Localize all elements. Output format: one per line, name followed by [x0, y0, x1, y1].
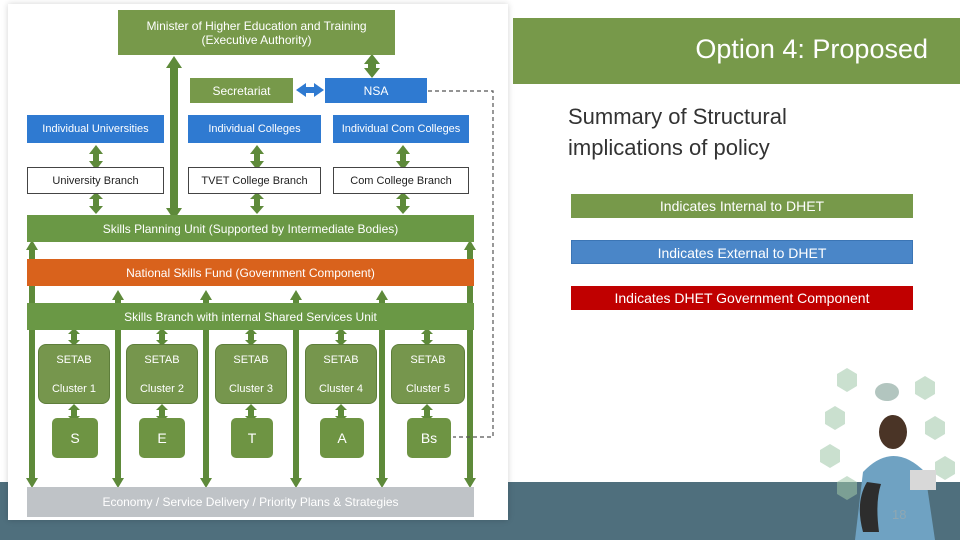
tvet-branch-box: TVET College Branch — [188, 167, 321, 194]
setab-label: SETAB — [323, 353, 359, 366]
dashed-connector — [428, 90, 494, 438]
nsa-box: NSA — [325, 78, 427, 103]
page-number: 18 — [892, 507, 907, 522]
person-head — [879, 415, 907, 449]
com-branch-box: Com College Branch — [333, 167, 469, 194]
letter-label: S — [70, 430, 80, 446]
setab-label: SETAB — [410, 353, 446, 366]
cluster-label: Cluster 1 — [51, 382, 97, 395]
individual-universities-label: Individual Universities — [42, 123, 149, 135]
individual-com-colleges-label: Individual Com Colleges — [341, 123, 461, 135]
minister-box: Minister of Higher Education and Trainin… — [118, 10, 395, 55]
student-photo — [820, 368, 955, 540]
setab-cluster-5: SETAB Cluster 5 — [391, 344, 465, 404]
letter-box-t: T — [231, 418, 273, 458]
arrow-shapes — [26, 54, 476, 488]
minister-label: Minister of Higher Education and Trainin… — [146, 18, 367, 47]
slide-subtitle: Summary of Structural implications of po… — [568, 104, 787, 160]
individual-colleges-box: Individual Colleges — [188, 115, 321, 143]
slide-title: Option 4: Proposed — [695, 34, 928, 64]
secretariat-label: Secretariat — [212, 83, 271, 98]
economy-bar: Economy / Service Delivery / Priority Pl… — [27, 487, 474, 517]
setab-cluster-2: SETAB Cluster 2 — [126, 344, 198, 404]
legend-government: Indicates DHET Government Component — [571, 286, 913, 310]
individual-com-colleges-box: Individual Com Colleges — [333, 115, 469, 143]
nsa-label: NSA — [363, 83, 389, 98]
individual-universities-box: Individual Universities — [27, 115, 164, 143]
letter-label: T — [247, 430, 257, 446]
setab-label: SETAB — [56, 353, 92, 366]
setab-cluster-4: SETAB Cluster 4 — [305, 344, 377, 404]
cluster-label: Cluster 2 — [139, 382, 185, 395]
university-branch-label: University Branch — [52, 174, 139, 187]
individual-colleges-label: Individual Colleges — [208, 123, 301, 135]
title-bar — [513, 18, 960, 84]
logo-shape — [875, 383, 899, 401]
setab-label: SETAB — [233, 353, 269, 366]
books — [910, 470, 936, 490]
setab-cluster-3: SETAB Cluster 3 — [215, 344, 287, 404]
nsf-bar: National Skills Fund (Government Compone… — [27, 259, 474, 286]
economy-label: Economy / Service Delivery / Priority Pl… — [102, 495, 399, 509]
letter-box-e: E — [139, 418, 185, 458]
letter-label: A — [337, 430, 347, 446]
setab-cluster-1: SETAB Cluster 1 — [38, 344, 110, 404]
cluster-label: Cluster 3 — [228, 382, 274, 395]
cluster-label: Cluster 5 — [405, 382, 451, 395]
letter-box-a: A — [320, 418, 364, 458]
arrow-secretariat-nsa — [296, 83, 324, 97]
legend-internal: Indicates Internal to DHET — [571, 194, 913, 218]
setab-label: SETAB — [144, 353, 180, 366]
skills-planning-label: Skills Planning Unit (Supported by Inter… — [102, 221, 399, 236]
arrow-minister-skills — [166, 56, 182, 220]
skills-planning-bar: Skills Planning Unit (Supported by Inter… — [27, 215, 474, 242]
tvet-branch-label: TVET College Branch — [201, 174, 308, 187]
letter-box-bs: Bs — [407, 418, 451, 458]
secretariat-box: Secretariat — [190, 78, 293, 103]
com-branch-label: Com College Branch — [350, 174, 452, 187]
skills-branch-label: Skills Branch with internal Shared Servi… — [124, 309, 377, 324]
letter-label: Bs — [420, 430, 438, 446]
arrow-minister-nsa — [364, 54, 380, 78]
cluster-label: Cluster 4 — [318, 382, 364, 395]
hexagon-icons — [820, 368, 955, 500]
bag — [859, 482, 881, 532]
legend-external: Indicates External to DHET — [571, 240, 913, 264]
letter-box-s: S — [52, 418, 98, 458]
letter-label: E — [157, 430, 167, 446]
skills-branch-bar: Skills Branch with internal Shared Servi… — [27, 303, 474, 330]
university-branch-box: University Branch — [27, 167, 164, 194]
nsf-label: National Skills Fund (Government Compone… — [126, 265, 375, 280]
